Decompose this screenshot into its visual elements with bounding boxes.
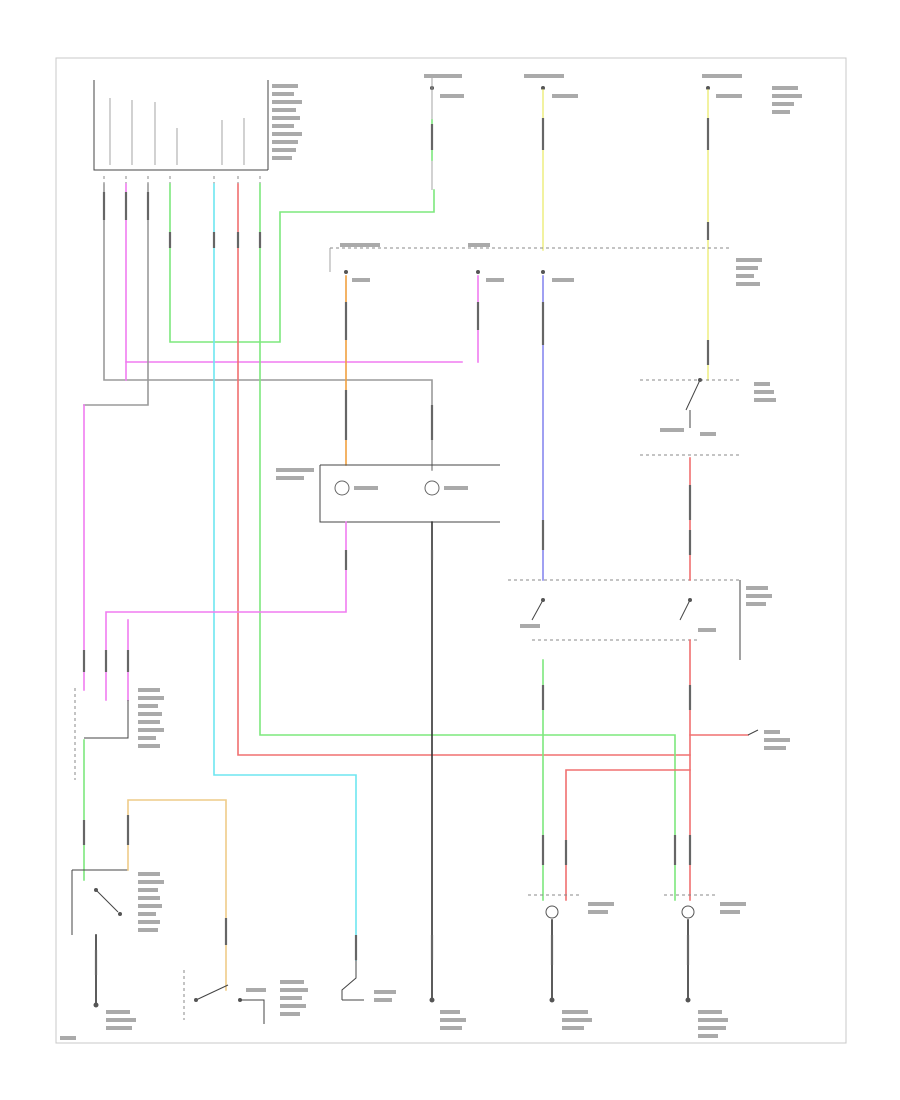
left-mid-connector	[74, 688, 164, 881]
fuse-junction-line	[329, 243, 762, 286]
right-headlamp	[664, 894, 746, 1038]
top-left-connector	[93, 80, 302, 184]
page-marker	[60, 1036, 76, 1040]
wire-magenta-1	[125, 183, 463, 363]
lamp-icon	[681, 905, 695, 919]
ground-icon	[93, 997, 691, 1008]
wire-cyan-1	[213, 183, 357, 961]
wire-magenta-3	[105, 521, 347, 701]
wire-red-1	[237, 183, 691, 756]
wire-gray-2	[83, 183, 149, 406]
left-headlamp	[528, 894, 614, 1030]
wire-color-codes	[82, 118, 710, 975]
ground-labels	[440, 1010, 466, 1030]
fuse-column-2	[524, 74, 578, 251]
wire-green-1	[169, 183, 435, 343]
right-blue-column	[508, 275, 772, 901]
top-left-wires	[83, 183, 691, 961]
lamp-icon	[545, 905, 559, 919]
wire-gray-1	[103, 183, 433, 471]
fuse-column-3	[702, 74, 802, 381]
wire-red-4	[565, 769, 691, 901]
diagram-frame	[55, 57, 847, 1044]
cyan-switch	[341, 960, 396, 1002]
dimmer-switch	[640, 378, 776, 901]
wire-green-2	[259, 183, 676, 901]
wire-tan-1	[127, 799, 227, 991]
lighting-module	[105, 275, 500, 1001]
headlamp-switch	[183, 970, 308, 1024]
fuse-column-1	[424, 74, 464, 190]
bottom-left-switch	[71, 799, 227, 1030]
